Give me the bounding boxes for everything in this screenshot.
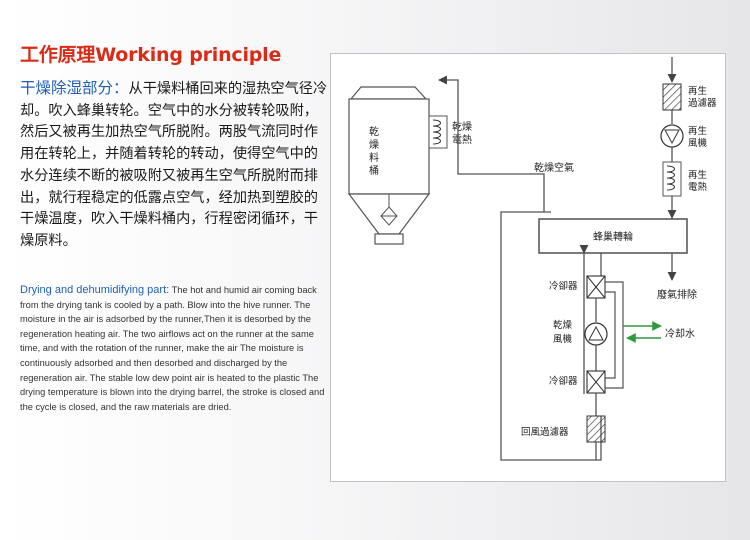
tank-label-2: 燥 [369,139,379,151]
dry-air-line [438,75,545,212]
chinese-body: 从干燥料桶回来的湿热空气径冷却。吹入蜂巢转轮。空气中的水分被转轮吸附，然后又被再… [20,81,328,249]
dry-air-label: 乾燥空氣 [534,161,574,174]
cooler-upper-label: 冷卻器 [549,280,578,292]
regen-fan-label-2: 風機 [688,137,708,149]
dry-heater-label-2: 電熱 [452,133,472,146]
regen-heater-label-1: 再生 [688,169,708,181]
working-principle-diagram: 乾 燥 料 桶 乾燥 電熱 乾燥空氣 再生 過濾器 再生 風機 再生 電熱 蜂巢… [330,53,726,482]
regen-filter: 再生 過濾器 [662,83,717,111]
chinese-heading: 干燥除湿部分： [20,79,129,97]
return-filter: 回風過濾器 [521,415,606,443]
regen-filter-label-1: 再生 [688,85,708,97]
regen-heater-label-2: 電熱 [688,181,708,193]
cooling-water-loop: 冷却水 [605,281,695,389]
tank-label-1: 乾 [369,125,379,138]
tank-label-3: 料 [369,151,379,164]
dry-fan-label-2: 風機 [553,333,573,345]
diagram-svg: 乾 燥 料 桶 乾燥 電熱 乾燥空氣 再生 過濾器 再生 風機 再生 電熱 蜂巢… [347,57,717,461]
cooler-lower-label: 冷卻器 [549,375,578,387]
english-heading: Drying and dehumidifying part: [20,284,170,296]
regen-heater: 再生 電熱 [662,161,708,197]
cooler-lower: 冷卻器 [549,370,606,394]
page-title: 工作原理Working principle [20,44,282,66]
english-body: The hot and humid air coming back from t… [20,285,325,412]
drying-tank: 乾 燥 料 桶 [347,86,431,245]
honeycomb-label: 蜂巢轉輪 [593,230,633,243]
dry-fan-label-1: 乾燥 [553,319,573,331]
cooler-upper: 冷卻器 [549,275,606,299]
tank-label-4: 桶 [369,164,379,177]
honeycomb-rotor: 蜂巢轉輪 [538,218,688,254]
exhaust-label: 廢氣排除 [657,288,697,301]
dry-heater-label-1: 乾燥 [452,120,472,133]
cooling-water-label: 冷却水 [665,327,695,340]
return-air-loop [500,211,602,461]
return-filter-label: 回風過濾器 [521,426,569,438]
regen-fan: 再生 風機 [660,124,708,149]
drying-heater: 乾燥 電熱 [428,115,472,149]
drying-fan: 乾燥 風機 [553,319,608,346]
regen-filter-label-2: 過濾器 [688,97,717,109]
chinese-description: 干燥除湿部分：从干燥料桶回来的湿热空气径冷却。吹入蜂巢转轮。空气中的水分被转轮吸… [20,78,328,253]
english-description: Drying and dehumidifying part: The hot a… [20,283,325,414]
regen-fan-label-1: 再生 [688,125,708,137]
